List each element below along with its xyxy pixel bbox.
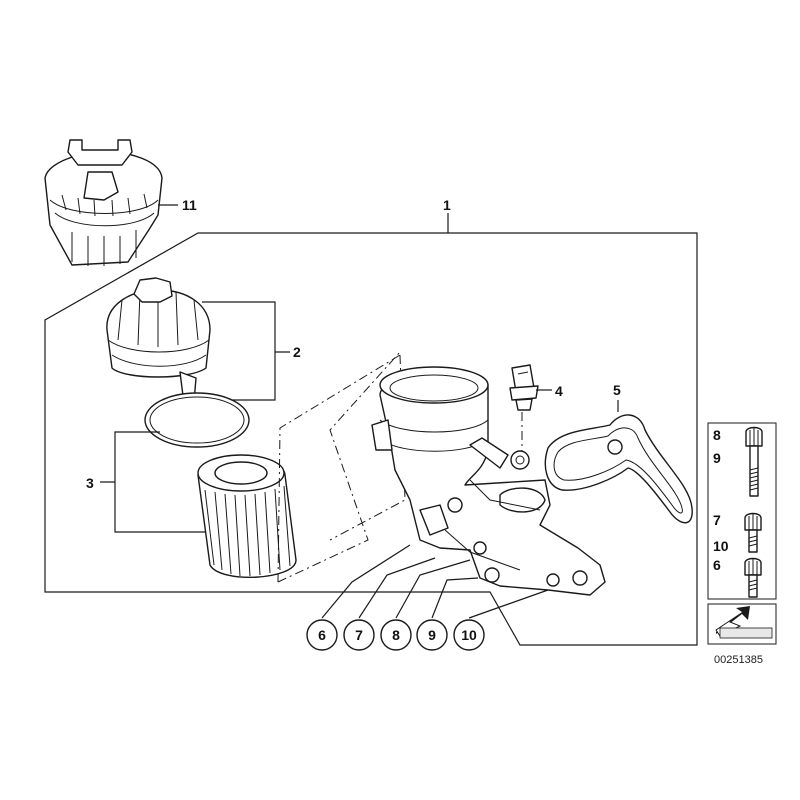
circled-9: 9	[428, 627, 436, 643]
reference-number: 00251385	[714, 654, 763, 666]
circled-10: 10	[461, 627, 477, 643]
circle-6	[306, 619, 338, 651]
circled-8: 8	[392, 627, 400, 643]
callout-5: 5	[613, 382, 621, 398]
circled-6: 6	[318, 627, 326, 643]
filter-element-illustration	[197, 454, 297, 579]
side-label-8: 8	[713, 427, 721, 443]
callout-1: 1	[443, 197, 451, 213]
filter-wrench-illustration	[44, 139, 163, 266]
gasket-illustration	[544, 414, 693, 524]
circle-8	[380, 619, 412, 651]
circled-callouts: 6 7 8 9 10	[306, 619, 485, 651]
callout-2: 2	[293, 344, 301, 360]
callout-3: 3	[86, 475, 94, 491]
side-label-6: 6	[713, 557, 721, 573]
medium-bolt-icon	[744, 512, 762, 553]
filter-housing-illustration	[371, 366, 606, 596]
side-panel-frame	[707, 422, 777, 600]
bracket-3	[100, 431, 205, 533]
side-panel: 8 9 7 10 6	[707, 422, 777, 600]
side-label-9: 9	[713, 450, 721, 466]
filter-cap-illustration	[106, 277, 211, 405]
callout-11: 11	[182, 197, 197, 213]
assembly-bracket-outline	[44, 218, 698, 646]
callout-4: 4	[555, 383, 563, 399]
side-label-7: 7	[713, 512, 721, 528]
circle-9	[416, 619, 448, 651]
bracket-2	[202, 301, 290, 401]
circle-10	[453, 619, 485, 651]
leader-circled	[321, 544, 549, 619]
side-label-10: 10	[713, 538, 729, 554]
long-bolt-icon	[745, 426, 763, 497]
pressure-sensor-illustration	[509, 364, 539, 411]
circled-7: 7	[355, 627, 363, 643]
alignment-dashdot	[277, 351, 406, 583]
direction-arrow-box	[707, 603, 777, 645]
o-ring	[144, 392, 250, 448]
circle-7	[343, 619, 375, 651]
short-bolt-icon	[744, 557, 762, 598]
